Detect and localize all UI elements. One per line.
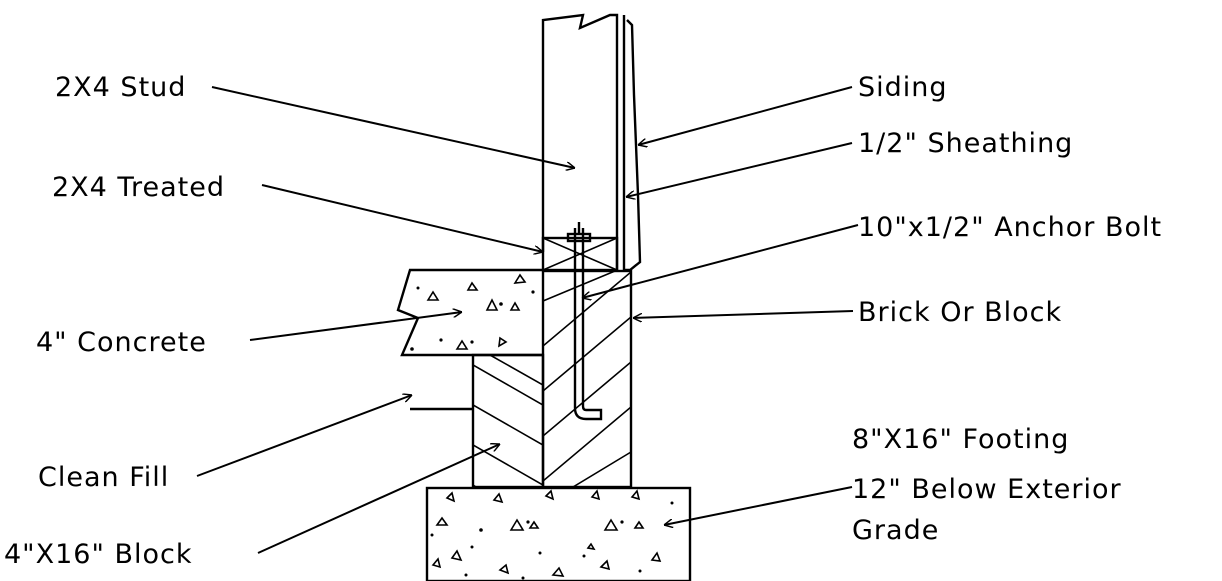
leader-concrete bbox=[249, 312, 462, 341]
label-clean-fill: Clean Fill bbox=[38, 462, 169, 493]
block-shape bbox=[471, 353, 545, 489]
label-brick: Brick Or Block bbox=[858, 297, 1062, 328]
label-footing-line1: 8"X16" Footing bbox=[852, 424, 1069, 455]
leader-clean-fill bbox=[196, 395, 412, 477]
concrete-slab-shape bbox=[396, 268, 543, 357]
label-footing-line2: 12" Below Exterior bbox=[852, 474, 1122, 505]
label-treated: 2X4 Treated bbox=[52, 172, 225, 203]
leader-treated bbox=[261, 184, 543, 252]
leader-anchor-bolt bbox=[582, 224, 859, 298]
footing-shape bbox=[425, 486, 692, 581]
label-footing-line3: Grade bbox=[852, 515, 939, 546]
leader-brick bbox=[633, 310, 854, 318]
leader-siding bbox=[638, 86, 853, 145]
label-siding: Siding bbox=[858, 72, 948, 103]
leader-block bbox=[257, 444, 500, 554]
label-anchor-bolt: 10"x1/2" Anchor Bolt bbox=[858, 212, 1162, 243]
label-sheathing: 1/2" Sheathing bbox=[858, 128, 1073, 159]
stud-shape bbox=[541, 13, 619, 252]
leader-footing bbox=[664, 486, 853, 525]
leader-sheathing bbox=[626, 142, 853, 197]
siding-shape bbox=[624, 19, 642, 272]
anchor-bolt-shape bbox=[566, 222, 603, 421]
brick-wall-shape bbox=[541, 269, 633, 489]
label-concrete: 4" Concrete bbox=[36, 327, 207, 358]
label-block: 4"X16" Block bbox=[4, 539, 192, 570]
leader-stud bbox=[211, 86, 575, 168]
label-stud: 2X4 Stud bbox=[55, 72, 186, 103]
treated-plate-shape bbox=[541, 236, 619, 272]
